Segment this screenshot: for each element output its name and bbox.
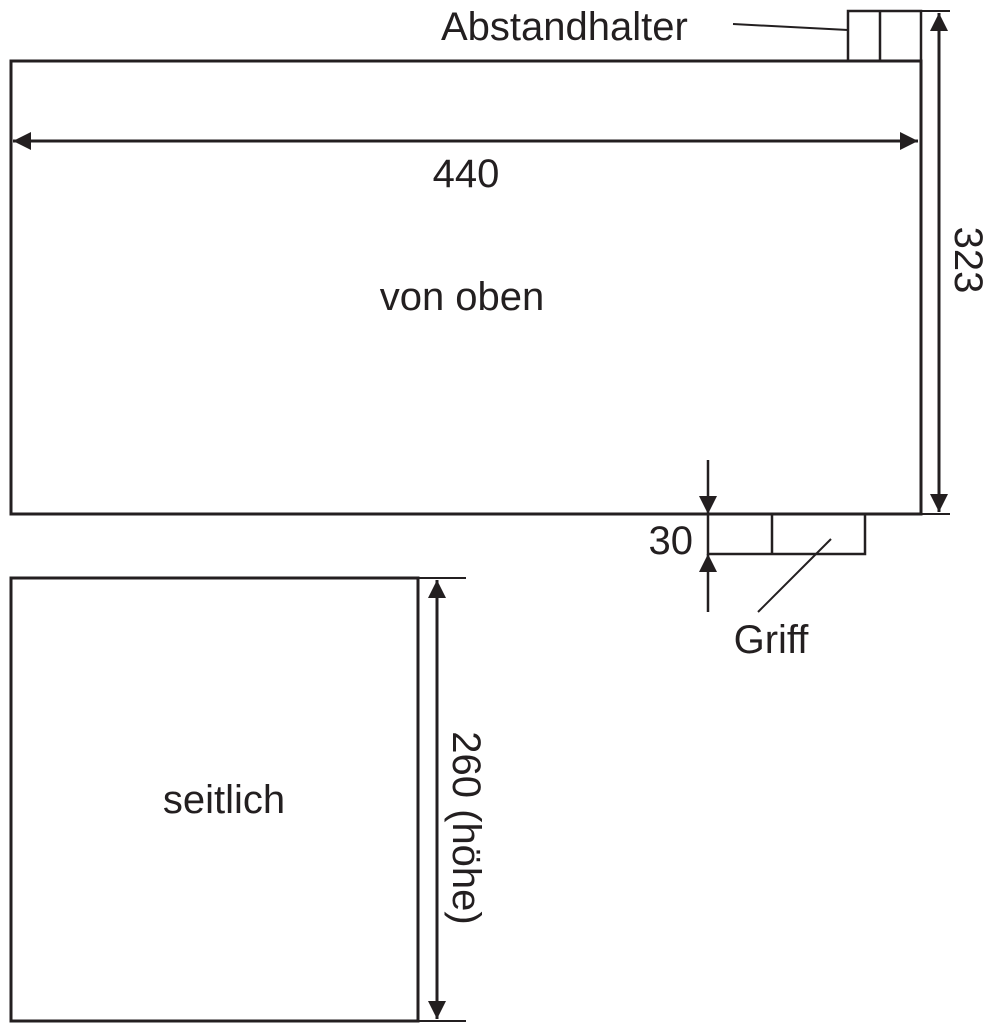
top-view-outline [9,59,923,516]
spacer-label: Abstandhalter [441,5,688,49]
depth-dimension-label: 323 [946,227,990,294]
handle-leader-line [757,538,832,613]
side-view-outline [9,576,420,1023]
height-dimension-label: 260 (höhe) [444,731,488,924]
width-dimension-label: 440 [433,152,500,196]
handle-label: Griff [734,618,810,662]
top-view-label: von oben [380,275,545,319]
handle-offset-label: 30 [649,519,694,563]
spacer-outline [846,9,923,63]
spacer-leader-line [732,23,849,31]
side-view-label: seitlich [163,778,285,822]
handle-outline [706,512,867,556]
